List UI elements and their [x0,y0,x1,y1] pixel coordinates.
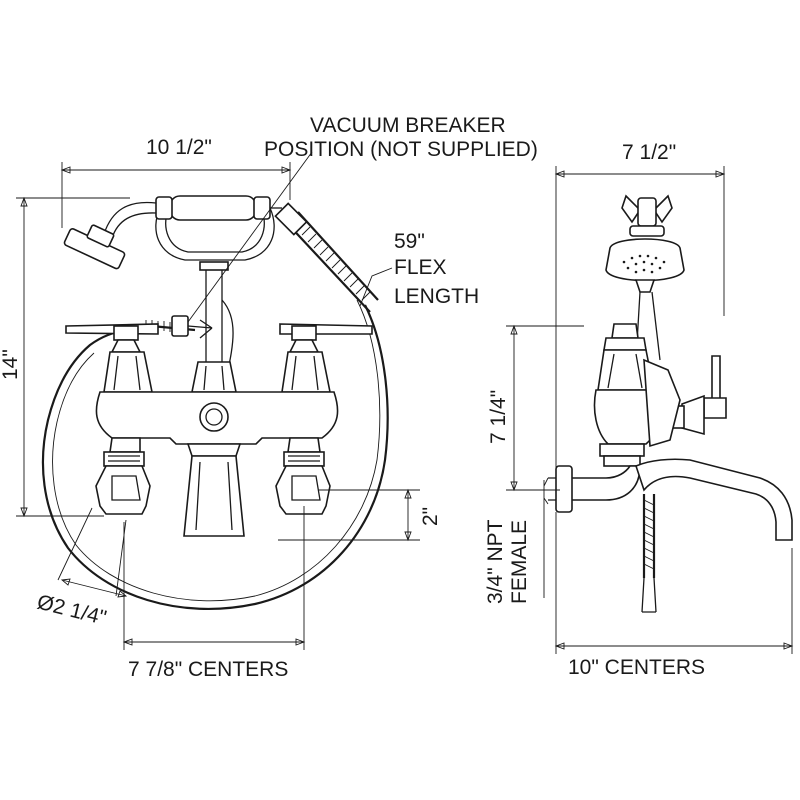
front-diverter-knob [199,402,229,432]
dim-npt [543,477,549,598]
flex-length-leader [359,267,393,307]
side-spout [635,458,793,541]
dim-width-front [61,162,291,228]
front-left-union-nut [95,465,151,515]
dim-centers-side [555,512,793,654]
label-npt-line2: FEMALE [508,520,531,604]
label-height-total: 14" [0,349,22,380]
label-flex-line1: 59" [394,230,425,253]
label-centers-side: 10" CENTERS [568,656,705,679]
side-inlet-pipe [569,465,641,501]
front-support-rod [205,262,223,380]
label-centers-front: 7 7/8" CENTERS [128,658,288,681]
label-flex-line2: FLEX [394,256,447,279]
label-vacuum-line1: VACUUM BREAKER [310,114,506,137]
dim-height-total [16,197,130,517]
front-flex-hose [285,221,371,313]
front-hose-loop [41,304,389,611]
label-spout-drop: 2" [419,507,442,526]
side-wall-flange [555,465,573,513]
label-npt-line1: 3/4" NPT [484,519,507,604]
front-cradle [155,207,275,261]
label-flex-line3: LENGTH [394,285,479,308]
label-width-side: 7 1/2" [622,141,676,164]
front-handset-grip [169,195,257,221]
dim-diameter [57,507,127,597]
front-view [16,151,420,650]
vacuum-breaker-leader [187,151,313,323]
dim-height-side [506,325,584,491]
label-width-front: 10 1/2" [146,136,212,159]
side-shower-head [605,238,685,282]
front-left-lever [65,323,159,335]
label-vacuum-line2: POSITION (NOT SUPPLIED) [264,138,538,161]
side-view [506,166,794,654]
dim-centers-front [123,506,305,650]
front-right-valve-body [281,351,331,393]
front-left-valve-body [103,351,153,393]
label-diameter: Ø2 1/4" [35,591,109,630]
front-spout [183,455,245,537]
dim-width-side [555,166,725,470]
side-cradle-clip [621,194,642,224]
label-height-side: 7 1/4" [487,390,510,444]
